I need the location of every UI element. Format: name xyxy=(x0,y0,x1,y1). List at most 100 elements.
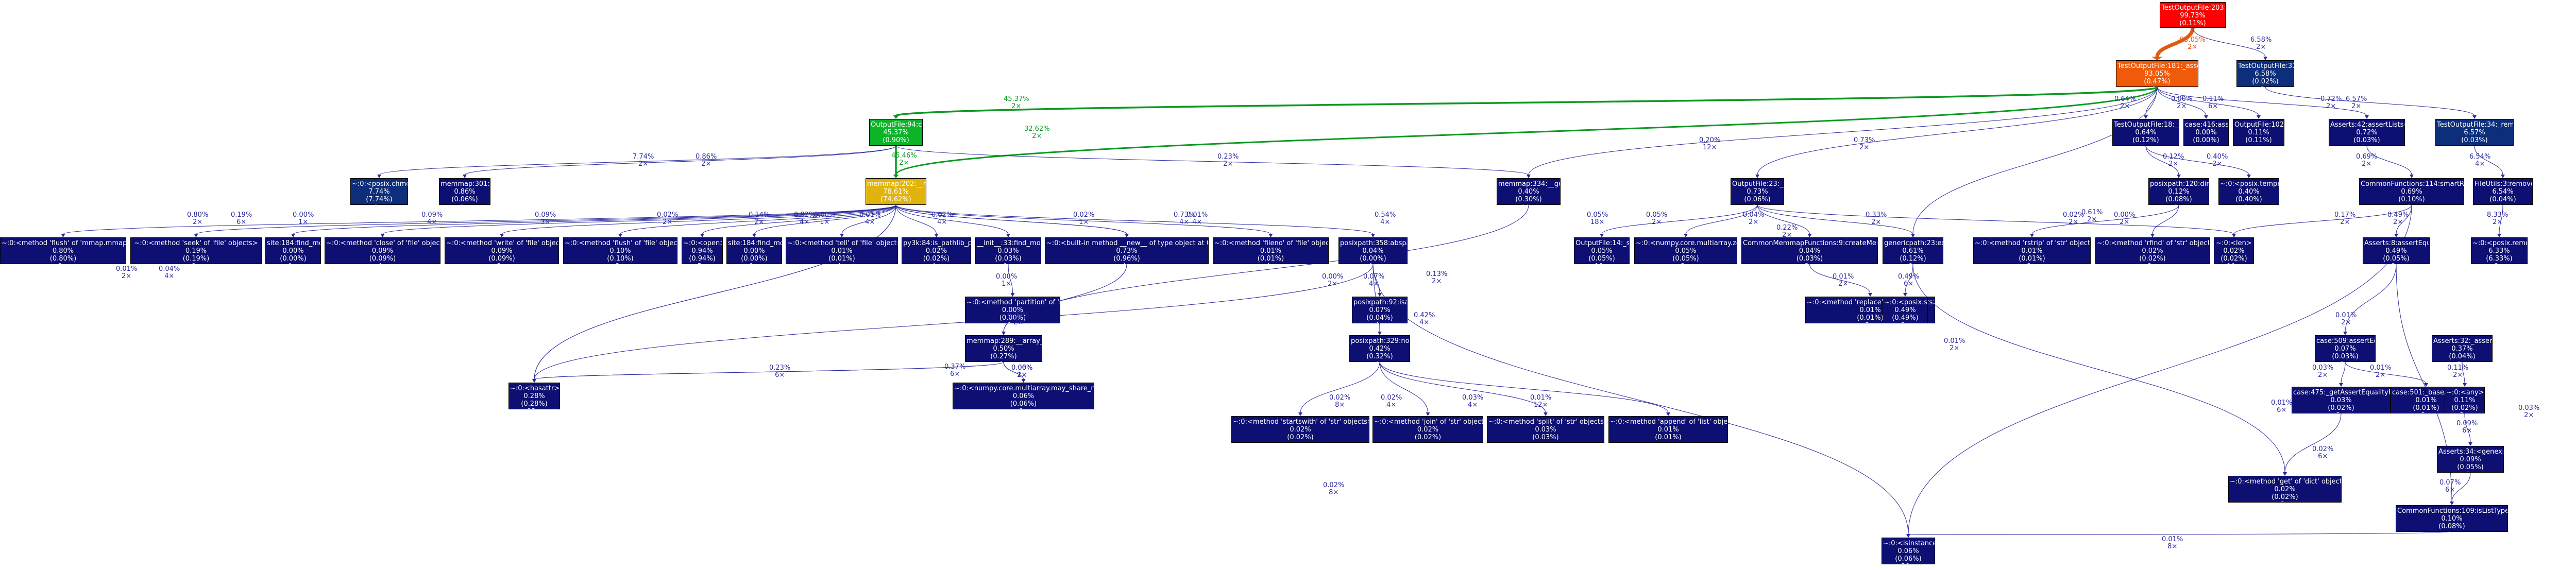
node-name: TestOutputFile:203:testWrite xyxy=(2161,4,2226,12)
node-init-module[interactable]: __init__:33:find_module0.03%(0.03%)1× xyxy=(975,237,1041,264)
node-pct2: (0.80%) xyxy=(49,255,77,263)
node-pct2: (0.01%) xyxy=(1655,434,1682,441)
node-name: py3k:84:is_pathlib_path xyxy=(903,239,971,247)
call-edge xyxy=(841,204,896,235)
node-asserts-assertnum[interactable]: Asserts:32:_assertsNum0.37%(0.04%)2× xyxy=(2432,335,2493,362)
node-calls: 1× xyxy=(2161,27,2224,28)
node-numpy-zeros[interactable]: ~:0:<numpy.core.multiarray.zeros>0.05%(0… xyxy=(1634,237,1737,264)
node-of-setup[interactable]: OutputFile:14:_setup0.05%(0.05%)18× xyxy=(1574,237,1630,264)
node-posixpath-dirname[interactable]: posixpath:120:dirname0.12%(0.08%)2× xyxy=(2148,178,2209,205)
node-pct2: (0.01%) xyxy=(828,255,855,263)
edge-percent: 0.05% xyxy=(1646,211,1668,219)
node-pct1: 0.10% xyxy=(2441,515,2463,523)
call-edge xyxy=(1912,87,2158,235)
node-mmap-getitem[interactable]: memmap:334:__getitem__0.40%(0.30%)12× xyxy=(1497,178,1561,205)
node-genericpath-exists[interactable]: genericpath:23:exists0.61%(0.12%)6× xyxy=(1883,237,1943,264)
node-pct1: 0.37% xyxy=(2451,345,2473,353)
node-pct1: 0.01% xyxy=(1260,247,1282,255)
node-find-str[interactable]: ~:0:<method 'rfind' of 'str' objects>0.0… xyxy=(2095,237,2210,264)
node-name: OutputFile:23:__init__ xyxy=(1732,180,1784,188)
node-of-init[interactable]: OutputFile:23:__init__0.73%(0.06%)2× xyxy=(1731,178,1784,205)
node-test-run-write[interactable]: TestOutputFile:203:testWrite99.73%(0.11%… xyxy=(2160,2,2226,28)
call-edge xyxy=(464,145,896,176)
node-len[interactable]: ~:0:<len>0.02%(0.02%)10× xyxy=(2214,237,2254,264)
node-test-assertwrite[interactable]: TestOutputFile:181:_assertWrite93.05%(0.… xyxy=(2116,60,2198,87)
node-fileno[interactable]: ~:0:<method 'fileno' of 'file' objects>0… xyxy=(1213,237,1329,264)
node-startswith[interactable]: ~:0:<method 'startswith' of 'str' object… xyxy=(1231,416,1369,443)
node-name: memmap:334:__getitem__ xyxy=(1498,180,1560,188)
node-fileutils-removefile[interactable]: FileUtils:3:removeFile6.54%(0.04%)4× xyxy=(2473,178,2533,205)
node-cf-create-mmap[interactable]: CommonMemmapFunctions:9:createMemmapFile… xyxy=(1741,237,1878,264)
node-asserts-genexpr[interactable]: Asserts:34:<genexpr>0.09%(0.05%)6× xyxy=(2437,446,2504,473)
call-edge xyxy=(501,204,896,235)
call-edge xyxy=(895,204,1374,235)
node-posixpath-join[interactable]: posixpath:329:normpath0.42%(0.32%)4× xyxy=(1349,335,1410,362)
edge-calls: 2× xyxy=(754,218,765,226)
node-posix-tempnam[interactable]: ~:0:<posix.tempnam>0.40%(0.40%)2× xyxy=(2218,178,2279,205)
node-calls: 2× xyxy=(2114,144,2178,145)
node-py3k-isfile[interactable]: py3k:84:is_pathlib_path0.02%(0.02%)4× xyxy=(902,237,971,264)
node-posix-remove[interactable]: ~:0:<posix.remove>6.33%(6.33%)2× xyxy=(2471,237,2528,264)
node-posix-chmod[interactable]: ~:0:<posix.chmod>7.74%(7.74%)2× xyxy=(350,178,408,205)
edge-arrowhead xyxy=(2232,234,2236,237)
node-builtin-new[interactable]: ~:0:<built-in method __new__ of type obj… xyxy=(1045,237,1209,264)
node-case-getequal[interactable]: case:475:_getAssertEqualityFunc0.03%(0.0… xyxy=(2292,387,2391,413)
node-case-asserttrue[interactable]: case:416:assertTrue0.00%(0.00%)2× xyxy=(2183,119,2229,146)
node-close-file[interactable]: ~:0:<method 'close' of 'file' objects>0.… xyxy=(325,237,440,264)
node-pct1: 0.86% xyxy=(454,188,476,196)
node-of-close[interactable]: OutputFile:94:close45.37%(0.90%)2× xyxy=(869,119,923,146)
call-edge xyxy=(196,204,896,235)
node-posixpath-abspath[interactable]: posixpath:358:abspath0.04%(0.00%)4× xyxy=(1338,237,1408,264)
edge-calls: 2× xyxy=(1749,218,1759,226)
node-flush-mmap[interactable]: ~:0:<method 'flush' of 'mmap.mmap' objec… xyxy=(0,237,126,264)
node-seek[interactable]: ~:0:<method 'seek' of 'file' objects>0.1… xyxy=(130,237,262,264)
node-pct2: (0.02%) xyxy=(1287,434,1314,441)
node-posixpath-normpath[interactable]: posixpath:92:isabs0.07%(0.04%)4× xyxy=(1352,297,1408,323)
edge-percent: 0.00% xyxy=(1322,273,1344,281)
node-site-find-a[interactable]: site:184:find_module0.00%(0.00%)1× xyxy=(265,237,321,264)
node-write-file[interactable]: ~:0:<method 'write' of 'file' objects>0.… xyxy=(445,237,559,264)
edge-label: 0.01%2× xyxy=(1944,338,1965,352)
node-calls: 2× xyxy=(2392,412,2460,413)
node-isinstance[interactable]: ~:0:<isinstance>0.06%(0.06%)20× xyxy=(1882,538,1935,564)
node-posix-stat[interactable]: ~:0:<posix.stat>0.49%(0.49%)6× xyxy=(1883,297,1928,323)
edge-label: 45.46%2× xyxy=(891,152,917,167)
node-mmap-flush[interactable]: memmap:301:flush0.86%(0.06%)2× xyxy=(439,178,490,205)
edge-calls: 2× xyxy=(1017,371,1027,379)
node-cf-smart[interactable]: CommonFunctions:114:smartRecursiveAssert… xyxy=(2359,178,2464,205)
node-asserts-lists[interactable]: Asserts:42:assertListsOfDicts0.72%(0.03%… xyxy=(2329,119,2405,146)
node-pct1: 0.72% xyxy=(2356,129,2378,136)
node-mmap-new[interactable]: memmap:202:__new__78.61%(74.62%)4× xyxy=(866,178,926,205)
node-calls: 6× xyxy=(954,408,1093,409)
edge-arrowhead xyxy=(1666,412,1670,416)
node-tof-init[interactable]: TestOutputFile:18:__init__0.64%(0.12%)2× xyxy=(2112,119,2179,146)
node-site-find-b[interactable]: site:184:find_module0.00%(0.00%)1× xyxy=(726,237,782,264)
call-edge xyxy=(1905,264,1913,294)
node-join-str[interactable]: ~:0:<method 'join' of 'str' objects>0.02… xyxy=(1372,416,1483,443)
node-test-del[interactable]: TestOutputFile:31:__del__6.58%(0.02%)2× xyxy=(2236,60,2294,87)
node-pct1: 93.05% xyxy=(2144,70,2170,78)
node-name: FileUtils:3:removeFile xyxy=(2475,180,2532,188)
node-hasattr[interactable]: ~:0:<hasattr>0.28%(0.28%)12× xyxy=(509,383,560,409)
node-numpy-may-share[interactable]: ~:0:<numpy.core.multiarray.may_share_mem… xyxy=(953,383,1094,409)
node-split-str[interactable]: ~:0:<method 'split' of 'str' objects>0.0… xyxy=(1487,416,1604,443)
node-any[interactable]: ~:0:<any>0.11%(0.02%)2× xyxy=(2445,387,2485,413)
node-tell-file[interactable]: ~:0:<method 'tell' of 'file' objects>0.0… xyxy=(786,237,898,264)
edge-calls: 12× xyxy=(1702,144,1717,151)
node-get-dict[interactable]: ~:0:<method 'get' of 'dict' objects>0.02… xyxy=(2228,476,2342,503)
node-mmap-array-finalize[interactable]: memmap:289:__array_finalize__0.50%(0.27%… xyxy=(965,335,1042,362)
edge-label: 0.07%4× xyxy=(1363,273,1384,288)
node-rstrip[interactable]: ~:0:<method 'rstrip' of 'str' objects>0.… xyxy=(1973,237,2091,264)
node-append-list[interactable]: ~:0:<method 'append' of 'list' objects>0… xyxy=(1608,416,1728,443)
node-name: Asserts:34:<genexpr> xyxy=(2438,448,2503,456)
node-numpy-partition[interactable]: ~:0:<method 'partition' of 'str' objects… xyxy=(965,297,1060,323)
node-pct1: 6.58% xyxy=(2255,70,2276,78)
edge-calls: 1× xyxy=(1079,218,1089,226)
node-flush-file[interactable]: ~:0:<method 'flush' of 'file' objects>0.… xyxy=(563,237,677,264)
node-of-write[interactable]: OutputFile:102:write0.11%(0.11%)6× xyxy=(2233,119,2284,146)
node-tof-removefiles[interactable]: TestOutputFile:34:_removeFiles6.57%(0.03… xyxy=(2435,119,2514,146)
node-posix-open[interactable]: ~:0:<open>0.94%(0.94%)5× xyxy=(682,237,723,264)
